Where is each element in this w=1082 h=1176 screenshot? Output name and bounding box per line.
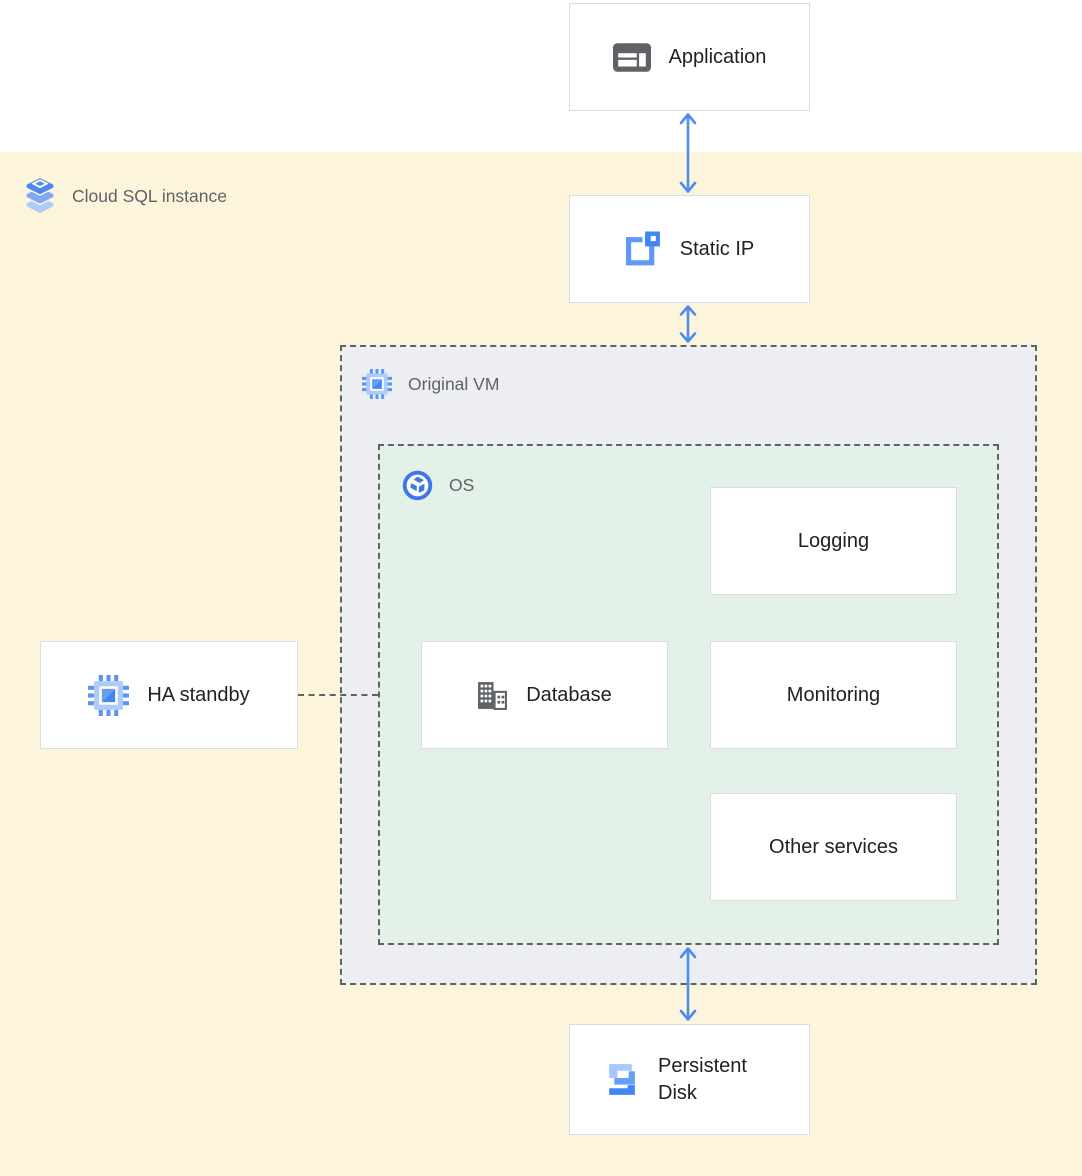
cloud-sql-label: Cloud SQL instance <box>72 185 227 206</box>
persistent-disk-label: Persistent Disk <box>658 1054 747 1104</box>
node-monitoring: Monitoring <box>710 641 957 749</box>
os-label: OS <box>449 475 475 495</box>
persistent-disk-icon <box>603 1061 640 1098</box>
os-label-group: OS <box>402 470 474 501</box>
compute-vm-icon <box>362 369 392 399</box>
os-icon <box>402 470 433 501</box>
logging-label: Logging <box>797 529 870 552</box>
arrow-vm-persistentdisk <box>677 946 699 1027</box>
node-logging: Logging <box>710 487 957 595</box>
node-persistent-disk: Persistent Disk <box>569 1024 810 1135</box>
node-database: Database <box>421 641 668 749</box>
node-static-ip: Static IP <box>569 195 810 303</box>
database-label: Database <box>526 683 612 706</box>
cloud-sql-icon <box>24 176 56 216</box>
monitoring-label: Monitoring <box>786 683 881 706</box>
connector-hastandby-vm <box>298 694 378 696</box>
other-services-label: Other services <box>769 835 898 858</box>
cloud-sql-label-group: Cloud SQL instance <box>24 176 227 216</box>
arrow-application-staticip <box>677 112 699 199</box>
node-ha-standby: HA standby <box>40 641 298 749</box>
ha-standby-label: HA standby <box>147 683 250 706</box>
ha-standby-vm-icon <box>88 674 130 716</box>
static-ip-icon <box>625 231 662 268</box>
application-icon <box>612 42 651 72</box>
static-ip-label: Static IP <box>679 237 755 260</box>
database-icon <box>477 681 508 710</box>
original-vm-label: Original VM <box>408 373 500 394</box>
application-label: Application <box>668 45 767 68</box>
original-vm-label-group: Original VM <box>362 369 499 399</box>
node-application: Application <box>569 3 810 111</box>
node-other-services: Other services <box>710 793 957 901</box>
arrow-staticip-vm <box>677 304 699 349</box>
